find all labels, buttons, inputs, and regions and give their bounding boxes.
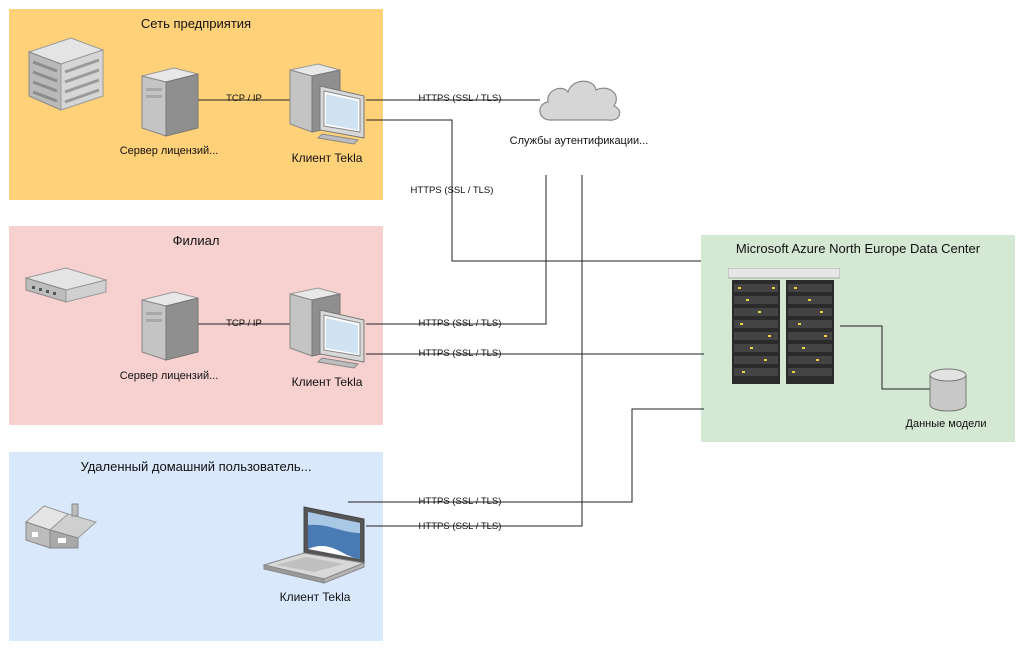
branch-license-server-label: Сервер лицензий... [119,370,219,382]
label-branch-https-cloud: HTTPS (SSL / TLS) [418,318,502,329]
remote-client-label: Клиент Tekla [279,590,351,604]
enterprise-license-server-label: Сервер лицензий... [119,145,219,157]
zone-branch-title: Филиал [172,233,220,248]
label-remote-https-cloud: HTTPS (SSL / TLS) [418,521,502,532]
label-ent-https-cloud: HTTPS (SSL / TLS) [418,93,502,104]
server-rack-icon [728,268,840,384]
label-remote-https-azure: HTTPS (SSL / TLS) [418,496,502,507]
workstation-icon [289,63,365,145]
cloud-icon [539,80,621,121]
zone-remote-title: Удаленный домашний пользователь... [80,459,312,474]
laptop-icon [262,506,366,584]
label-branch-tcp: TCP / IP [226,318,262,329]
line-branch-https-cloud [366,175,547,325]
label-branch-https-azure: HTTPS (SSL / TLS) [418,348,502,359]
zone-enterprise-title: Сеть предприятия [140,16,252,31]
line-rack-database [840,325,930,390]
server-tower-icon [141,67,199,137]
enterprise-client-label: Клиент Tekla [291,151,363,165]
house-icon [25,503,98,549]
model-data-label: Данные модели [905,418,987,430]
zone-azure-title: Microsoft Azure North Europe Data Center [735,241,981,256]
workstation-icon [289,287,365,369]
database-icon [929,368,967,412]
line-remote-https-cloud [366,175,583,527]
label-ent-https-azure: HTTPS (SSL / TLS) [410,185,494,196]
branch-client-label: Клиент Tekla [291,375,363,389]
auth-services-label: Службы аутентификации... [509,135,649,147]
router-icon [24,267,108,303]
line-remote-https-azure [348,408,704,503]
line-ent-https-azure [366,119,701,262]
label-ent-tcp: TCP / IP [226,93,262,104]
server-tower-icon [141,291,199,361]
office-building-icon [27,37,105,111]
